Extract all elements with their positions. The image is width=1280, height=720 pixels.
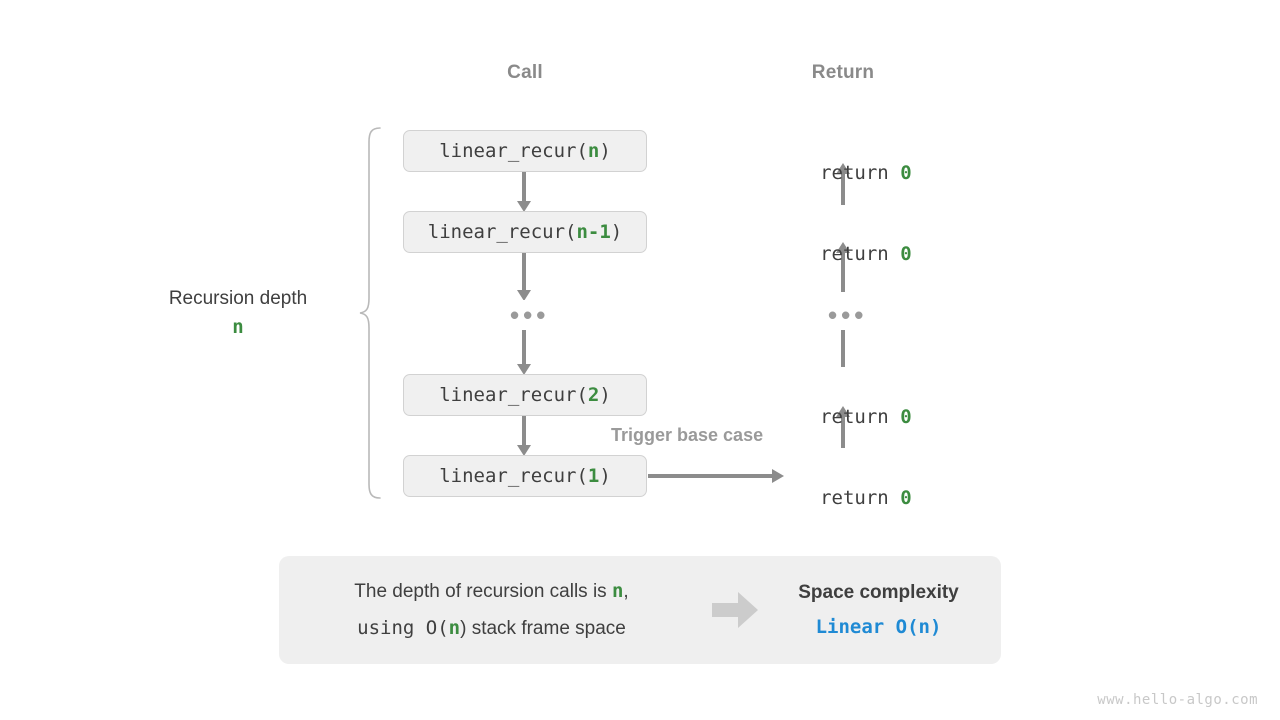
call-down-arrow-icon xyxy=(522,325,526,365)
return-value: 0 xyxy=(900,243,912,265)
summary-line2-suffix: ) stack frame space xyxy=(460,618,626,639)
return-value: 0 xyxy=(900,406,912,428)
summary-implies-arrow-icon xyxy=(704,592,766,628)
return-value: 0 xyxy=(900,487,912,509)
call-frame-box[interactable]: linear_recur(n-1) xyxy=(403,211,647,253)
return-up-arrow-icon xyxy=(841,173,845,205)
call-frame-prefix: linear_recur( xyxy=(439,465,588,487)
return-statement: return 0 xyxy=(733,221,953,287)
space-complexity-value: Linear O(n) xyxy=(815,616,942,638)
call-frame-box[interactable]: linear_recur(2) xyxy=(403,374,647,416)
call-ellipsis: ••• xyxy=(506,300,554,330)
return-up-arrow-icon xyxy=(841,416,845,448)
column-header-return: Return xyxy=(811,62,875,83)
return-keyword: return xyxy=(820,487,901,509)
base-case-right-arrow-icon xyxy=(648,474,772,478)
summary-conclusion: Space complexity Linear O(n) xyxy=(766,575,1001,645)
call-frame-suffix: ) xyxy=(599,384,611,406)
call-frame-prefix: linear_recur( xyxy=(439,384,588,406)
call-frame-suffix: ) xyxy=(599,465,611,487)
return-keyword: return xyxy=(820,162,901,184)
summary-line1-variable: n xyxy=(611,579,624,602)
return-ellipsis: ••• xyxy=(824,300,872,330)
call-frame-arg: n-1 xyxy=(576,221,611,243)
call-down-arrow-icon xyxy=(522,253,526,291)
summary-line1-prefix: The depth of recursion calls is xyxy=(354,580,612,602)
watermark: www.hello-algo.com xyxy=(1097,692,1258,708)
trigger-base-case-label: Trigger base case xyxy=(611,425,764,445)
recursion-depth-variable: n xyxy=(232,316,244,339)
summary-line2-prefix: using O( xyxy=(357,617,449,639)
return-keyword: return xyxy=(820,406,901,428)
return-statement: return 0 xyxy=(733,384,953,450)
call-frame-suffix: ) xyxy=(599,140,611,162)
summary-panel: The depth of recursion calls is n, using… xyxy=(279,556,1001,664)
call-frame-box[interactable]: linear_recur(n) xyxy=(403,130,647,172)
space-complexity-title: Space complexity xyxy=(798,581,959,603)
call-frame-arg: n xyxy=(587,140,600,162)
call-frame-arg: 1 xyxy=(587,465,600,487)
call-frame-prefix: linear_recur( xyxy=(427,221,577,243)
call-frame-prefix: linear_recur( xyxy=(439,140,588,162)
return-value: 0 xyxy=(900,162,912,184)
return-statement: return 0 xyxy=(733,465,953,531)
recursion-depth-label: Recursion depth n xyxy=(110,284,366,343)
recursion-depth-brace xyxy=(359,127,381,499)
call-down-arrow-icon xyxy=(522,172,526,202)
return-statement: return 0 xyxy=(733,140,953,206)
call-frame-arg: 2 xyxy=(587,384,600,406)
return-up-arrow-icon xyxy=(841,327,845,367)
recursion-depth-text: Recursion depth xyxy=(168,288,308,309)
return-up-arrow-icon xyxy=(841,252,845,292)
call-frame-suffix: ) xyxy=(610,221,623,243)
summary-line2-variable: n xyxy=(448,617,461,639)
call-frame-box[interactable]: linear_recur(1) xyxy=(403,455,647,497)
summary-line1-suffix: , xyxy=(623,580,629,602)
call-down-arrow-icon xyxy=(522,416,526,446)
summary-description: The depth of recursion calls is n, using… xyxy=(279,573,704,647)
return-keyword: return xyxy=(820,243,901,265)
column-header-call: Call xyxy=(507,62,543,83)
